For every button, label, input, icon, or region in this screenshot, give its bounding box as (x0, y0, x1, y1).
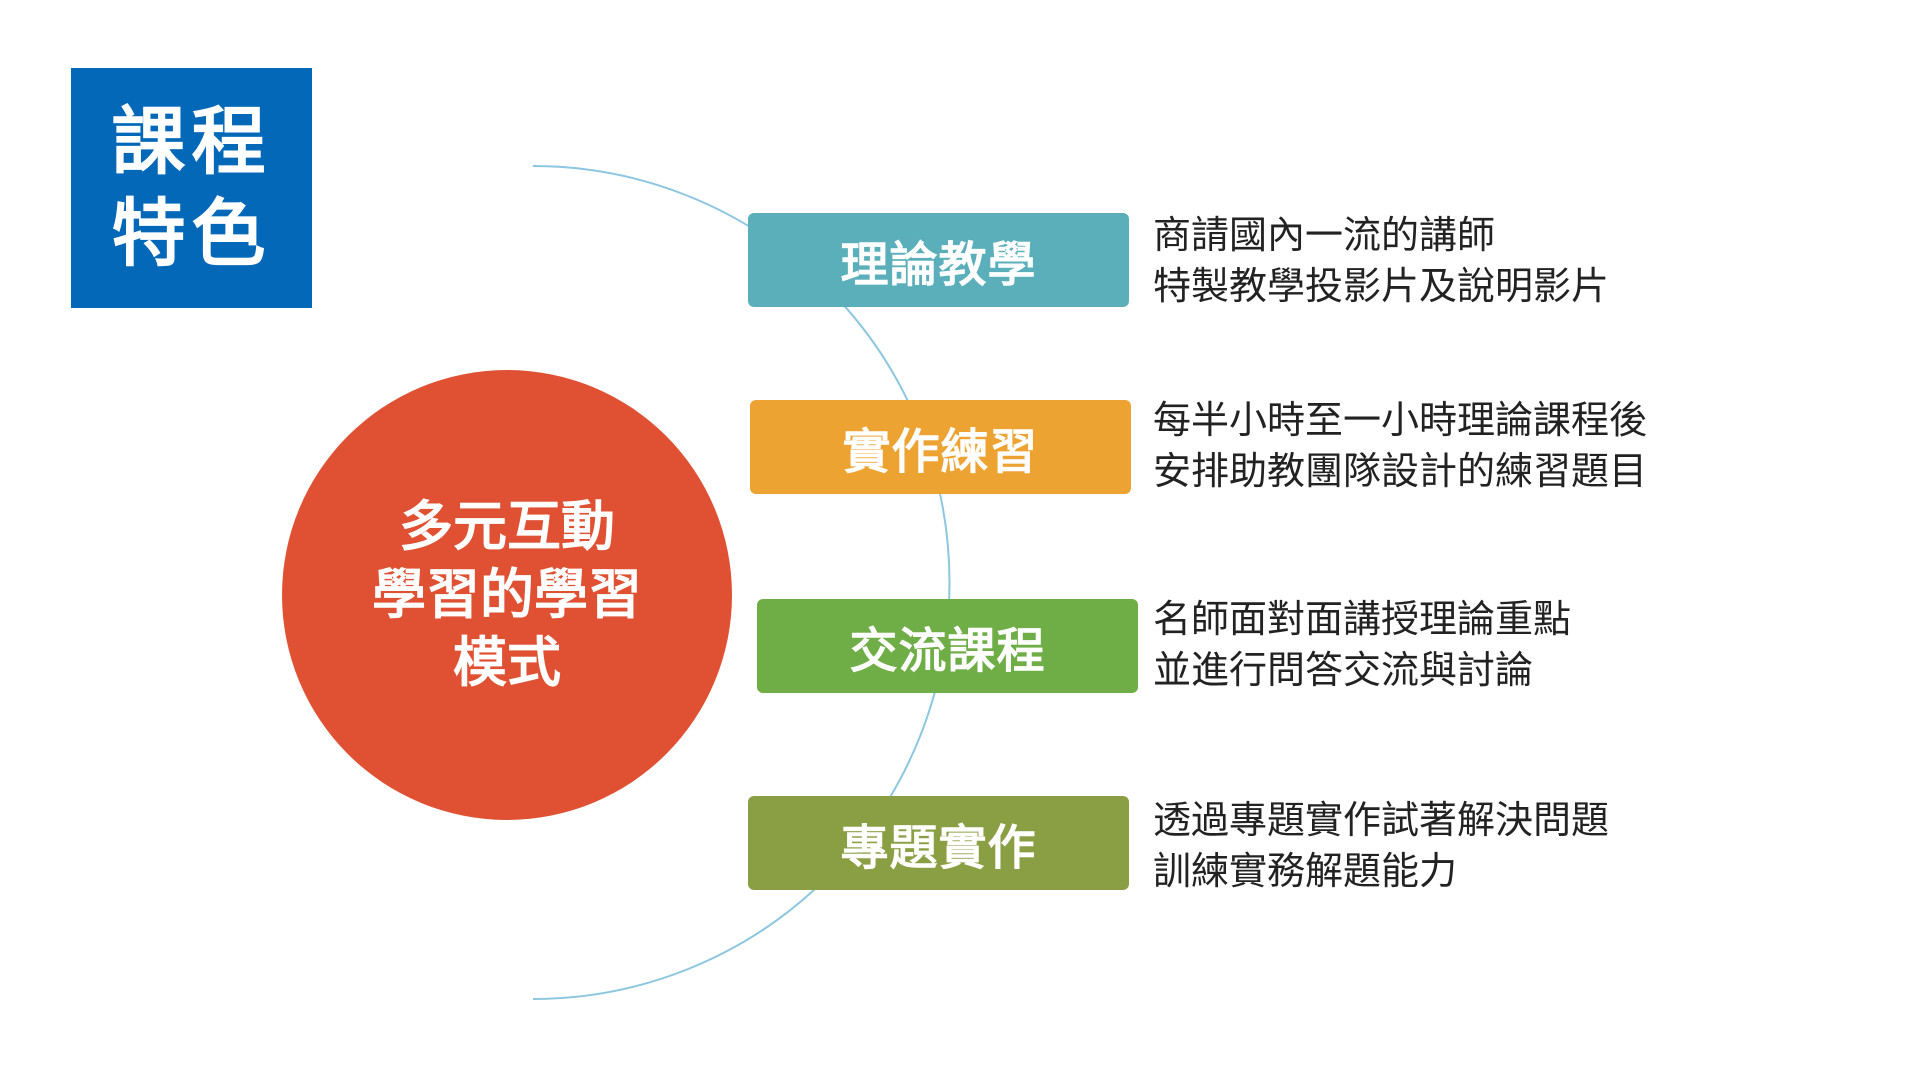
desc-line: 特製教學投影片及說明影片 (1153, 264, 1610, 308)
item-exchange-desc: 名師面對面講授理論重點 並進行問答交流與討論 (1153, 594, 1571, 696)
item-theory: 理論教學 (748, 213, 1129, 307)
item-project: 專題實作 (748, 796, 1129, 890)
desc-line: 每半小時至一小時理論課程後 (1153, 398, 1648, 442)
desc-line: 商請國內一流的講師 (1153, 213, 1496, 257)
center-line-2: 學習的學習 (372, 563, 642, 626)
item-exchange: 交流課程 (757, 599, 1138, 693)
desc-line: 訓練實務解題能力 (1153, 849, 1458, 893)
desc-line: 並進行問答交流與討論 (1153, 648, 1534, 692)
desc-line: 透過專題實作試著解決問題 (1153, 798, 1610, 842)
desc-line: 名師面對面講授理論重點 (1153, 597, 1572, 641)
center-circle: 多元互動 學習的學習 模式 (282, 370, 732, 820)
item-theory-desc: 商請國內一流的講師 特製教學投影片及說明影片 (1153, 210, 1609, 312)
title-line-1: 課程 (111, 99, 272, 185)
item-practice-desc: 每半小時至一小時理論課程後 安排助教團隊設計的練習題目 (1153, 395, 1647, 497)
center-line-3: 模式 (453, 631, 561, 694)
title-line-2: 特色 (111, 191, 272, 277)
title-badge: 課程 特色 (71, 68, 312, 308)
item-practice: 實作練習 (750, 400, 1131, 494)
center-line-1: 多元互動 (399, 495, 615, 558)
desc-line: 安排助教團隊設計的練習題目 (1153, 449, 1648, 493)
item-project-desc: 透過專題實作試著解決問題 訓練實務解題能力 (1153, 795, 1609, 897)
